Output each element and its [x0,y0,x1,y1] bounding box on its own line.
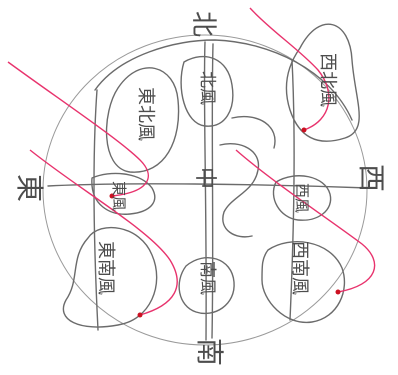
red-dot-4 [336,290,341,295]
center-swirl-2 [232,117,275,148]
label-west: 西 [355,164,388,192]
label-east-wind: 東風 [110,181,128,211]
label-northwest-wind: 西北風 [317,53,338,107]
label-north: 北 [188,11,218,37]
label-south-wind: 南風 [197,261,217,295]
red-dot-3 [302,128,307,133]
outer-circle-overdraw [95,40,352,120]
label-center: 中 [192,167,217,189]
label-east: 東 [13,174,46,202]
label-southwest-wind: 西南風 [289,241,310,295]
label-north-wind: 北風 [197,71,217,105]
label-west-wind: 西風 [293,183,311,213]
label-southeast-wind: 東南風 [95,241,116,295]
label-northeast-wind: 東北風 [135,87,156,141]
center-swirl [220,144,258,237]
red-dot-2 [138,313,143,318]
label-south: 南 [193,338,226,366]
